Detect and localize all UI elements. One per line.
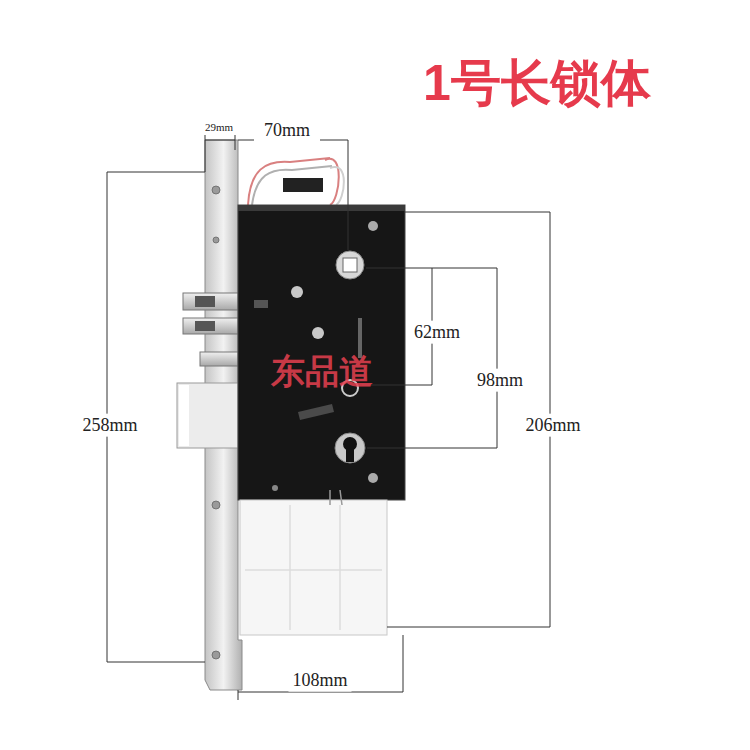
dim-line	[405, 212, 550, 213]
wires	[248, 158, 344, 205]
rib	[245, 569, 382, 571]
slot	[254, 300, 268, 308]
rib	[289, 505, 291, 630]
dimension-label: 108mm	[288, 669, 351, 692]
spindle-hub	[336, 251, 364, 279]
wire	[330, 167, 344, 205]
wire	[252, 166, 332, 205]
hole	[312, 327, 324, 339]
dim-line	[107, 662, 205, 663]
dim-line	[497, 268, 498, 448]
case-rim	[238, 205, 405, 211]
hole	[272, 485, 278, 491]
watermark: 东品道	[271, 352, 373, 391]
latch-bolt	[183, 293, 238, 310]
deadbolt	[177, 383, 238, 448]
latch-slot	[195, 296, 215, 307]
lock-case	[238, 205, 405, 500]
title: 1号长锁体	[423, 55, 651, 113]
slot	[358, 318, 362, 358]
dim-line	[205, 135, 206, 172]
case-screw	[368, 473, 378, 483]
deadbolt-shine	[179, 385, 189, 446]
screw	[212, 186, 220, 194]
spindle-square	[343, 258, 357, 272]
dim-line	[238, 692, 403, 693]
dim-line	[387, 627, 550, 628]
dim-line	[320, 140, 348, 141]
hole	[291, 286, 303, 298]
battery-box-ribs	[245, 505, 382, 630]
dimension-label: 258mm	[78, 414, 141, 437]
rib	[339, 505, 341, 630]
wire-connector	[283, 178, 323, 192]
dim-line	[348, 140, 349, 250]
dimension-label: 62mm	[410, 321, 464, 344]
dimension-label: 70mm	[260, 119, 314, 142]
screw	[212, 501, 220, 509]
wire	[325, 159, 339, 205]
latch-slot	[195, 321, 215, 331]
battery-box	[240, 500, 387, 635]
dimension-label: 98mm	[473, 369, 527, 392]
dim-line	[403, 635, 404, 692]
dim-line	[205, 140, 235, 141]
dimension-label: 29mm	[201, 120, 237, 135]
case-screw	[368, 221, 378, 231]
dim-line	[235, 135, 236, 150]
dim-line	[367, 448, 497, 449]
cylinder-core	[346, 448, 354, 462]
dim-line	[107, 172, 205, 173]
dim-line	[238, 140, 254, 141]
screw	[212, 651, 220, 659]
latch-bolt	[183, 318, 238, 334]
trigger-bolt	[200, 352, 238, 366]
wire	[330, 490, 342, 505]
screw	[213, 237, 219, 243]
dimension-lines	[107, 135, 550, 700]
dimension-label: 206mm	[521, 414, 584, 437]
dim-line	[238, 690, 239, 700]
slot	[298, 404, 334, 420]
cylinder-hole	[335, 433, 365, 463]
